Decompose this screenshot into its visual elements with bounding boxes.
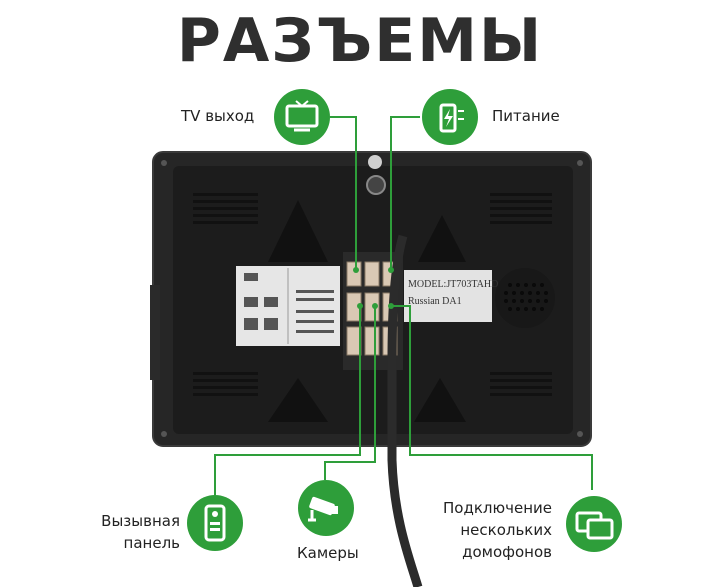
model-label: MODEL:JT703TAHD Russian DA1 [408,278,498,308]
monitors-icon [566,496,622,552]
model-label-line2: Russian DA1 [408,296,462,307]
multi-intercom-label-line3: домофонов [462,543,552,561]
model-label-line1: MODEL:JT703TAHD [408,279,499,290]
multi-intercom-label-line1: Подключение [443,499,552,517]
intercom-panel-icon [187,495,243,551]
tv-out-label: TV выход [181,107,255,125]
call-panel-label-line1: Вызывная [101,512,180,530]
power-label: Питание [492,107,560,125]
power-plug-icon [422,89,478,145]
multi-intercom-label-line2: нескольких [460,521,552,539]
page-title: РАЗЪЕМЫ [176,6,544,76]
call-panel-label: Вызывная панель [96,510,180,554]
tv-icon [274,89,330,145]
call-panel-label-line2: панель [123,534,180,552]
multi-intercom-label: Подключение нескольких домофонов [430,497,552,563]
cameras-label: Камеры [297,544,359,562]
camera-icon [298,480,354,536]
